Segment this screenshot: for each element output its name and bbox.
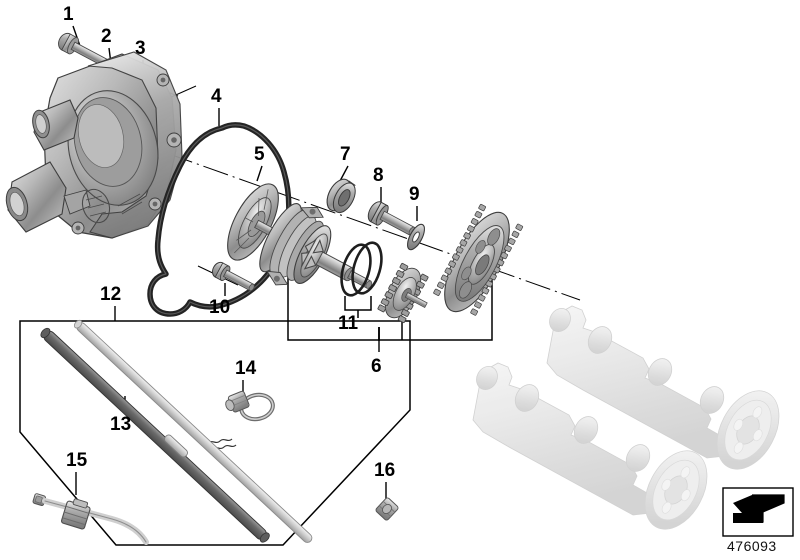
camshaft-lower	[472, 362, 708, 530]
part-10-mounting-bolt	[212, 261, 255, 292]
view-direction-icon-box	[722, 487, 794, 537]
part-7-bushing-collar	[326, 178, 356, 214]
part-3-water-pump-housing	[5, 51, 183, 239]
callout-12: 12	[100, 284, 122, 305]
part-6-small-gear	[377, 262, 429, 324]
callout-6: 6	[371, 356, 382, 377]
part-6-drive-gear	[433, 203, 524, 316]
part-6-water-pump-assembly	[259, 203, 373, 289]
callout-1: 1	[63, 4, 74, 25]
callout-14: 14	[235, 358, 257, 379]
part-1-hex-flange-bolt	[58, 32, 110, 68]
callout-11: 11	[338, 313, 359, 334]
callout-9: 9	[409, 184, 420, 205]
bracket-group-11	[344, 296, 372, 318]
bracket-group-12	[19, 320, 411, 546]
part-9-washer	[407, 223, 425, 251]
part-12-coolant-pipe-kit	[73, 319, 313, 543]
callout-15: 15	[66, 450, 88, 471]
callout-7: 7	[340, 144, 351, 165]
part-15-cable-tie-with-clip	[32, 493, 149, 545]
part-4-housing-gasket	[147, 122, 292, 317]
part-8-shoulder-bolt	[367, 201, 416, 236]
diagram-id-number: 476093	[727, 538, 777, 554]
callout-4: 4	[211, 86, 222, 107]
callout-8: 8	[373, 165, 384, 186]
callout-5: 5	[254, 144, 265, 165]
callout-13: 13	[110, 414, 132, 435]
bracket-group-6-stems	[378, 320, 403, 340]
part-13-coolant-pipe	[40, 327, 270, 543]
callout-2: 2	[101, 26, 112, 47]
callout-16: 16	[374, 460, 396, 481]
callout-3: 3	[135, 38, 146, 59]
part-14-hose-clamp	[225, 390, 275, 422]
camshaft-upper	[546, 305, 780, 470]
callout-10: 10	[209, 297, 231, 318]
part-11-o-ring-set	[340, 241, 383, 297]
part-16-pipe-end-fitting	[375, 497, 399, 521]
